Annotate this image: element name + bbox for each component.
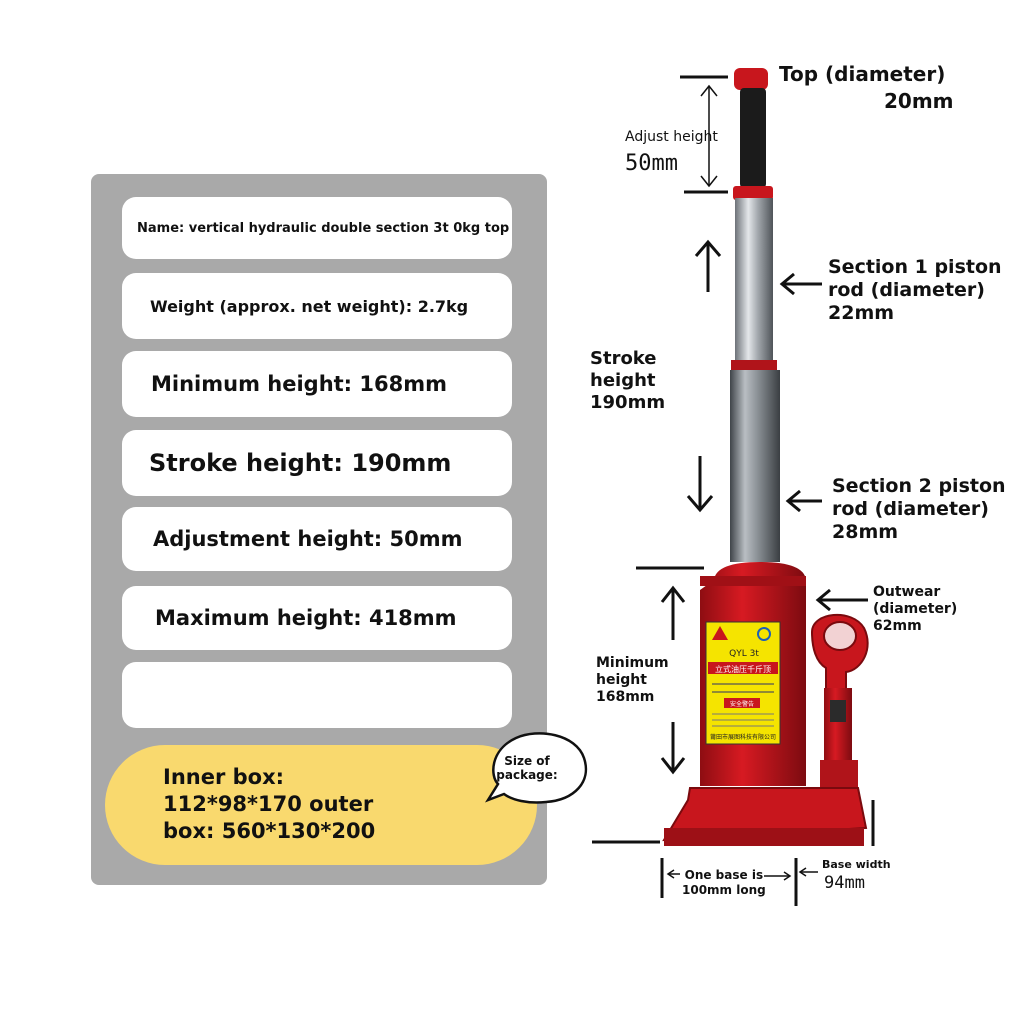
base-long-line-1: One base is: [684, 868, 764, 882]
min-height-label: Minimum height 168mm: [596, 655, 669, 706]
plate-company-text: 莆田市展图科技有限公司: [710, 733, 776, 741]
package-line-2: 112*98*170 outer: [163, 792, 374, 816]
plate-model-text: QYL 3t: [729, 649, 759, 659]
package-text: Inner box: 112*98*170 outer box: 560*130…: [163, 764, 463, 845]
spec-weight: Weight (approx. net weight): 2.7kg: [122, 273, 512, 339]
speech-bubble-icon: [484, 732, 587, 804]
stroke-label: Stroke height 190mm: [590, 348, 665, 414]
section2-line-1: Section 2 piston: [832, 475, 1006, 497]
package-pill: [105, 745, 537, 865]
section2-rod: [730, 370, 780, 562]
min-arrow-icons: [660, 585, 686, 775]
base-width-label: Base width: [822, 858, 891, 871]
section2-label: Section 2 piston rod (diameter) 28mm: [832, 475, 1006, 544]
top-diameter-label: Top (diameter): [779, 62, 946, 86]
plate-title-text: 立式油压千斤顶: [715, 664, 771, 674]
plate-warning-text: 安全警告: [730, 700, 754, 708]
stroke-line-1: Stroke: [590, 348, 657, 369]
outwear-label: Outwear (diameter) 62mm: [873, 584, 957, 635]
section1-line-2: rod (diameter): [828, 279, 985, 301]
spec-stroke-height: Stroke height: 190mm: [122, 430, 512, 496]
spec-weight-text: Weight (approx. net weight): 2.7kg: [150, 296, 469, 316]
section1-rod: [735, 198, 773, 366]
adjust-arrow-icon: [700, 84, 718, 188]
spec-name-text: Name: vertical hydraulic double section …: [137, 220, 510, 236]
spec-max-height: Maximum height: 418mm: [122, 586, 512, 650]
rod-collar: [731, 360, 777, 370]
pointer-arrow-icons: [779, 272, 868, 612]
top-diameter-value: 20mm: [884, 89, 954, 113]
spec-stroke-height-text: Stroke height: 190mm: [149, 449, 452, 477]
base-long-line-2: 100mm long: [682, 883, 766, 897]
spec-empty: [122, 662, 512, 728]
stroke-arrow-icons: [686, 239, 722, 513]
spec-name: Name: vertical hydraulic double section …: [122, 197, 512, 259]
label-plate: QYL 3t 立式油压千斤顶 安全警告 莆田市展图科技有限公司: [705, 621, 781, 745]
spec-max-height-text: Maximum height: 418mm: [155, 606, 457, 630]
base-long-label: One base is 100mm long: [682, 868, 766, 898]
section1-line-3: 22mm: [828, 302, 895, 324]
spec-adjust-height: Adjustment height: 50mm: [122, 507, 512, 571]
spec-min-height-text: Minimum height: 168mm: [151, 372, 447, 396]
base-width-value: 94mm: [824, 873, 865, 893]
dimension-lines: [592, 75, 875, 906]
section1-label: Section 1 piston rod (diameter) 22mm: [828, 256, 1002, 325]
section2-line-3: 28mm: [832, 521, 899, 543]
adjust-height-label: Adjust height: [625, 129, 718, 145]
outwear-line-3: 62mm: [873, 618, 922, 634]
stroke-line-2: height: [590, 370, 656, 391]
spec-min-height: Minimum height: 168mm: [122, 351, 512, 417]
min-line-1: Minimum: [596, 655, 669, 671]
adjust-height-value: 50mm: [625, 151, 678, 176]
min-line-3: 168mm: [596, 689, 655, 705]
spec-adjust-height-text: Adjustment height: 50mm: [153, 527, 463, 551]
package-bubble-text: Size of package:: [496, 754, 558, 782]
package-line-1: Inner box:: [163, 765, 285, 789]
package-line-3: box: 560*130*200: [163, 819, 376, 843]
stroke-line-3: 190mm: [590, 392, 666, 413]
outwear-line-1: Outwear: [873, 584, 941, 600]
outwear-line-2: (diameter): [873, 601, 958, 617]
section1-line-1: Section 1 piston: [828, 256, 1002, 278]
min-line-2: height: [596, 672, 647, 688]
base-arrow-icons: [666, 867, 818, 881]
section2-line-2: rod (diameter): [832, 498, 989, 520]
jack-top-cap: [733, 68, 773, 200]
